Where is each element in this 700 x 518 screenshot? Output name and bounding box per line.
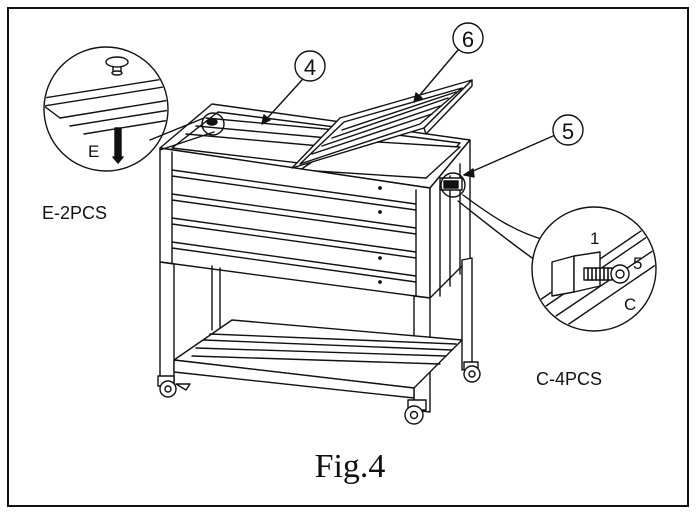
label-5: 5 (633, 254, 642, 273)
svg-text:5: 5 (562, 119, 574, 144)
part-e-label: E (88, 142, 99, 161)
callout-5: 5 (463, 114, 584, 178)
caster-front-left (157, 375, 191, 398)
callout-6: 6 (413, 22, 484, 103)
detail-circle-left: E (43, 46, 225, 172)
detail-circle-right: 1 5 C (457, 194, 657, 332)
svg-text:6: 6 (462, 27, 474, 52)
svg-text:4: 4 (304, 55, 316, 80)
c-quantity-label: C-4PCS (536, 369, 602, 389)
label-c: C (624, 295, 636, 314)
e-quantity-label: E-2PCS (42, 203, 107, 223)
caster-back-right (463, 361, 481, 383)
callout-4: 4 (261, 50, 326, 125)
figure-caption: Fig.4 (314, 448, 386, 485)
label-1: 1 (590, 229, 599, 248)
flip-lid (291, 79, 473, 169)
caster-front-right (404, 399, 427, 425)
